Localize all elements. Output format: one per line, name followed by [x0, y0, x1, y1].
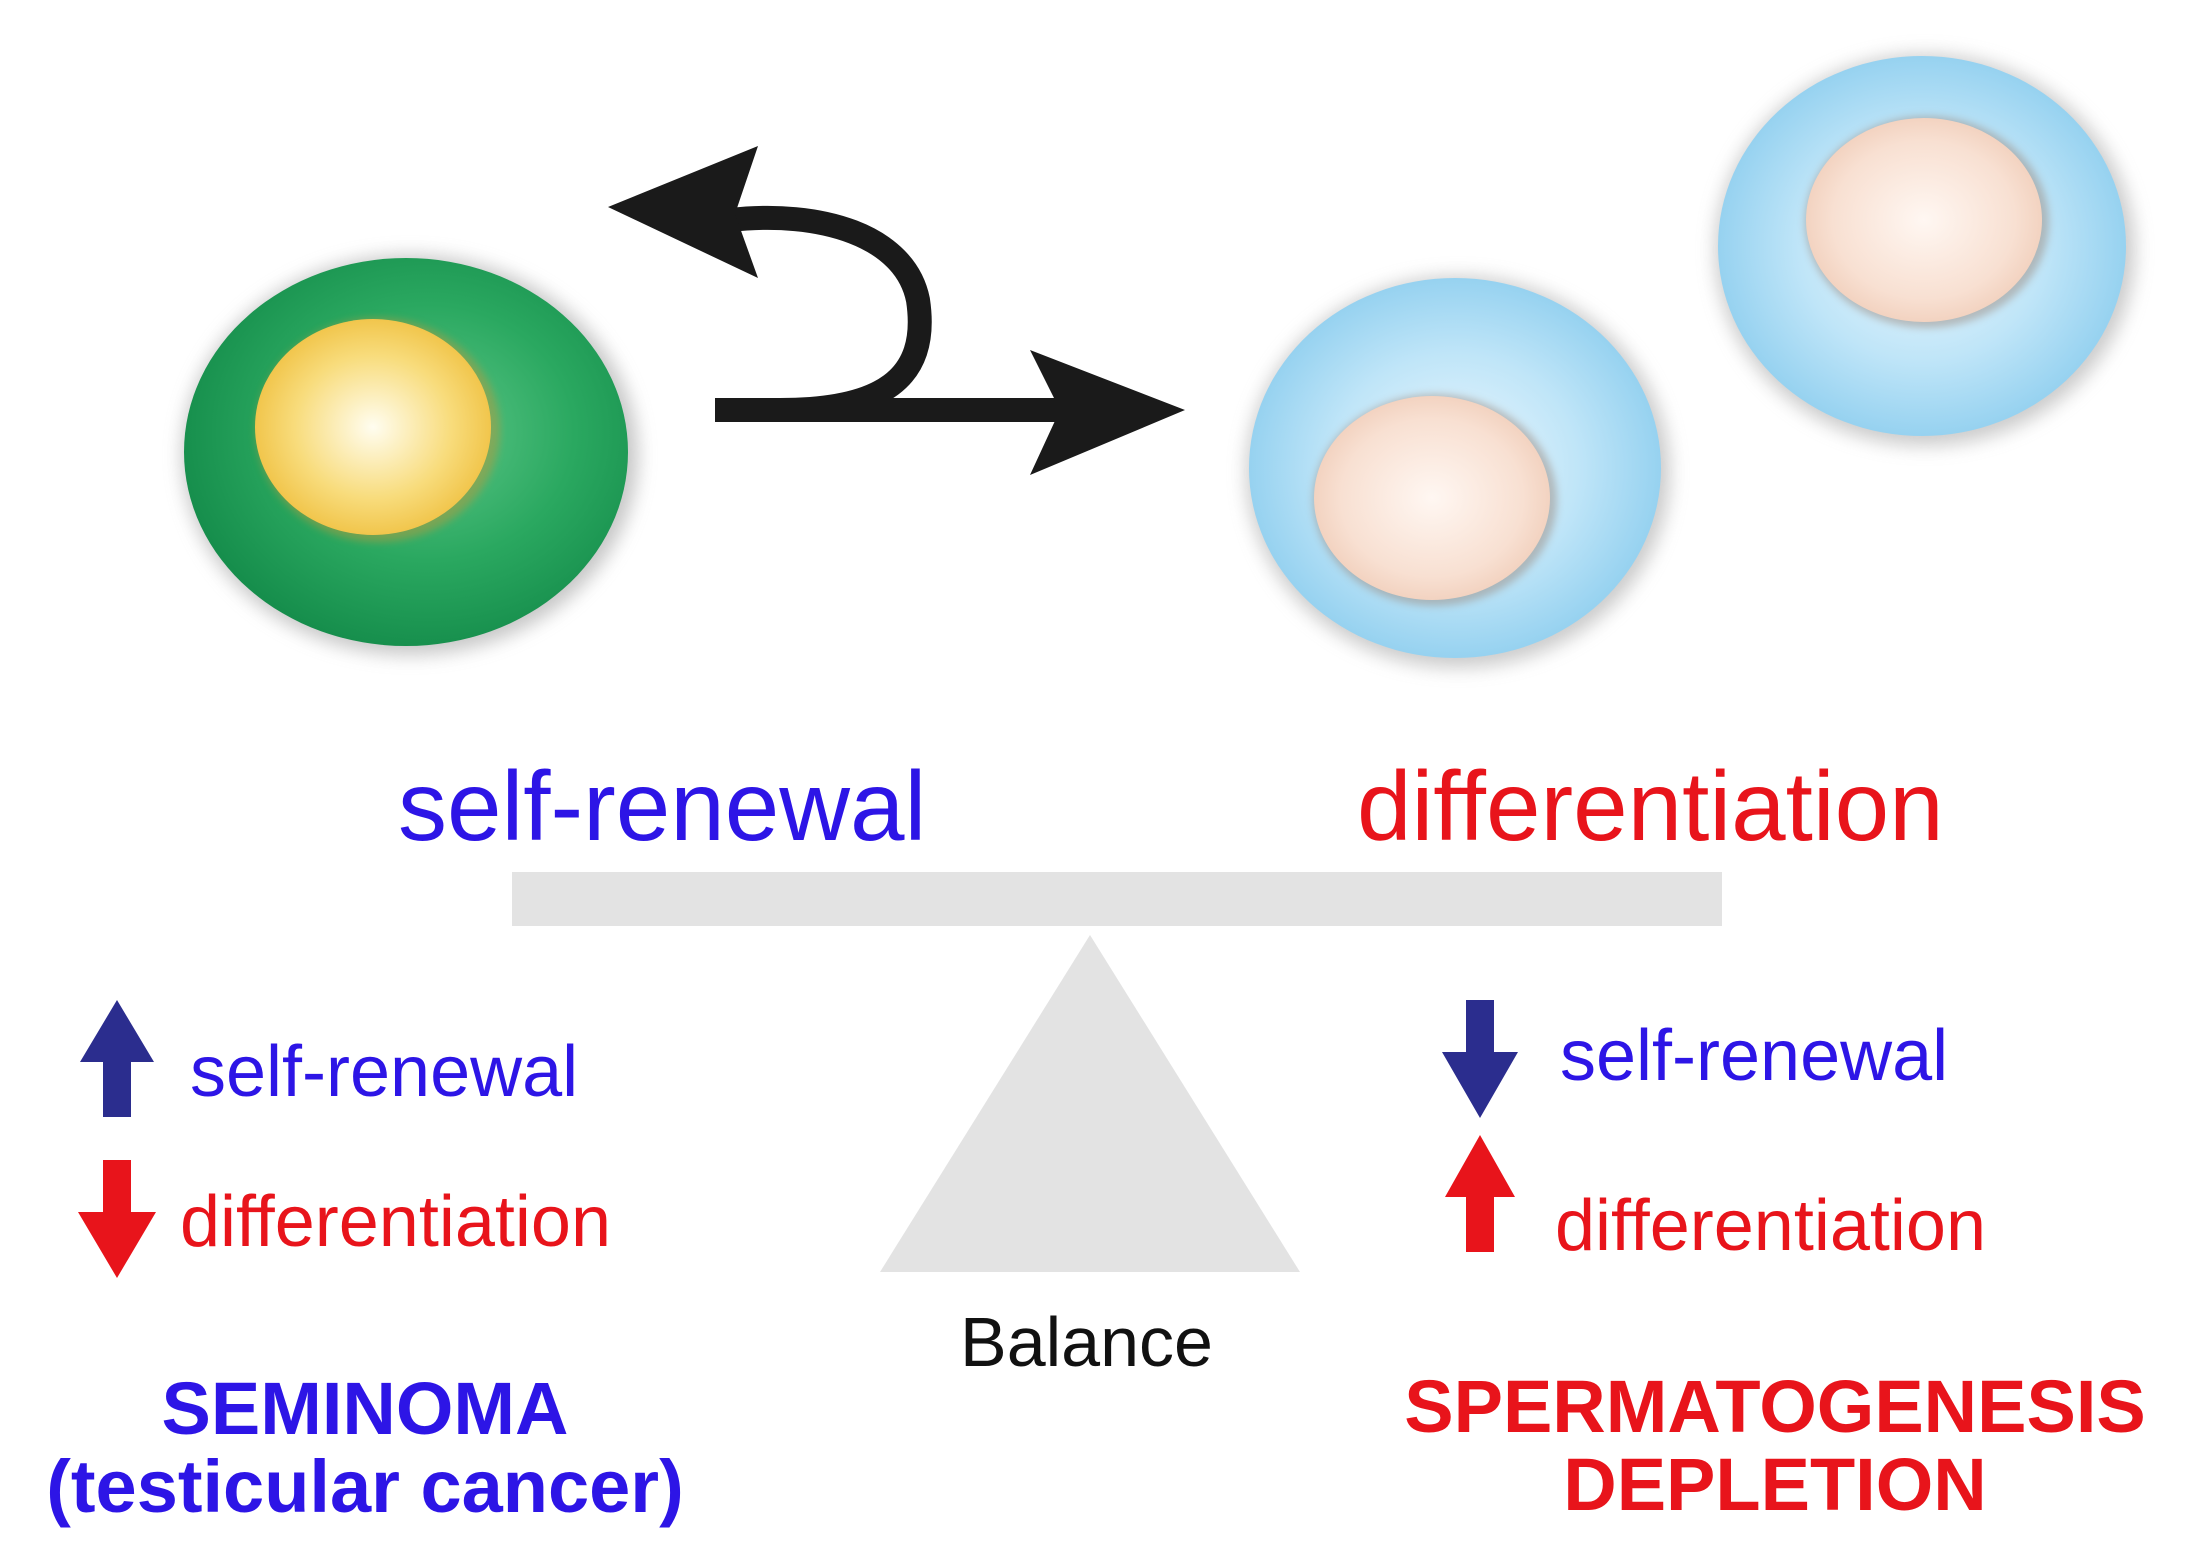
- balance-beam: [512, 872, 1722, 926]
- renewal-differentiation-arrow-icon: [608, 146, 1185, 475]
- differentiated-cell-icon: [1715, 54, 2135, 446]
- arrow-up-icon: [80, 1000, 154, 1117]
- spermatogenesis-title: SPERMATOGENESIS: [1404, 1365, 2146, 1448]
- self-renewal-label: self-renewal: [398, 751, 927, 861]
- differentiated-cell-icon: [1246, 276, 1670, 668]
- stem-cell-icon: [182, 255, 638, 655]
- seminoma-title: SEMINOMA: [161, 1367, 569, 1450]
- left-self-renewal-text: self-renewal: [190, 1032, 579, 1112]
- differentiation-label: differentiation: [1357, 751, 1944, 861]
- arrow-up-icon: [1445, 1135, 1515, 1252]
- arrow-down-icon: [1442, 1000, 1518, 1118]
- left-differentiation-text: differentiation: [180, 1182, 611, 1262]
- right-self-renewal-text: self-renewal: [1560, 1016, 1949, 1096]
- balance-fulcrum: [880, 935, 1300, 1272]
- balance-label: Balance: [960, 1303, 1213, 1381]
- seminoma-subtitle: (testicular cancer): [46, 1445, 684, 1528]
- right-differentiation-text: differentiation: [1555, 1186, 1986, 1266]
- arrow-down-icon: [78, 1160, 156, 1278]
- depletion-subtitle: DEPLETION: [1563, 1443, 1987, 1526]
